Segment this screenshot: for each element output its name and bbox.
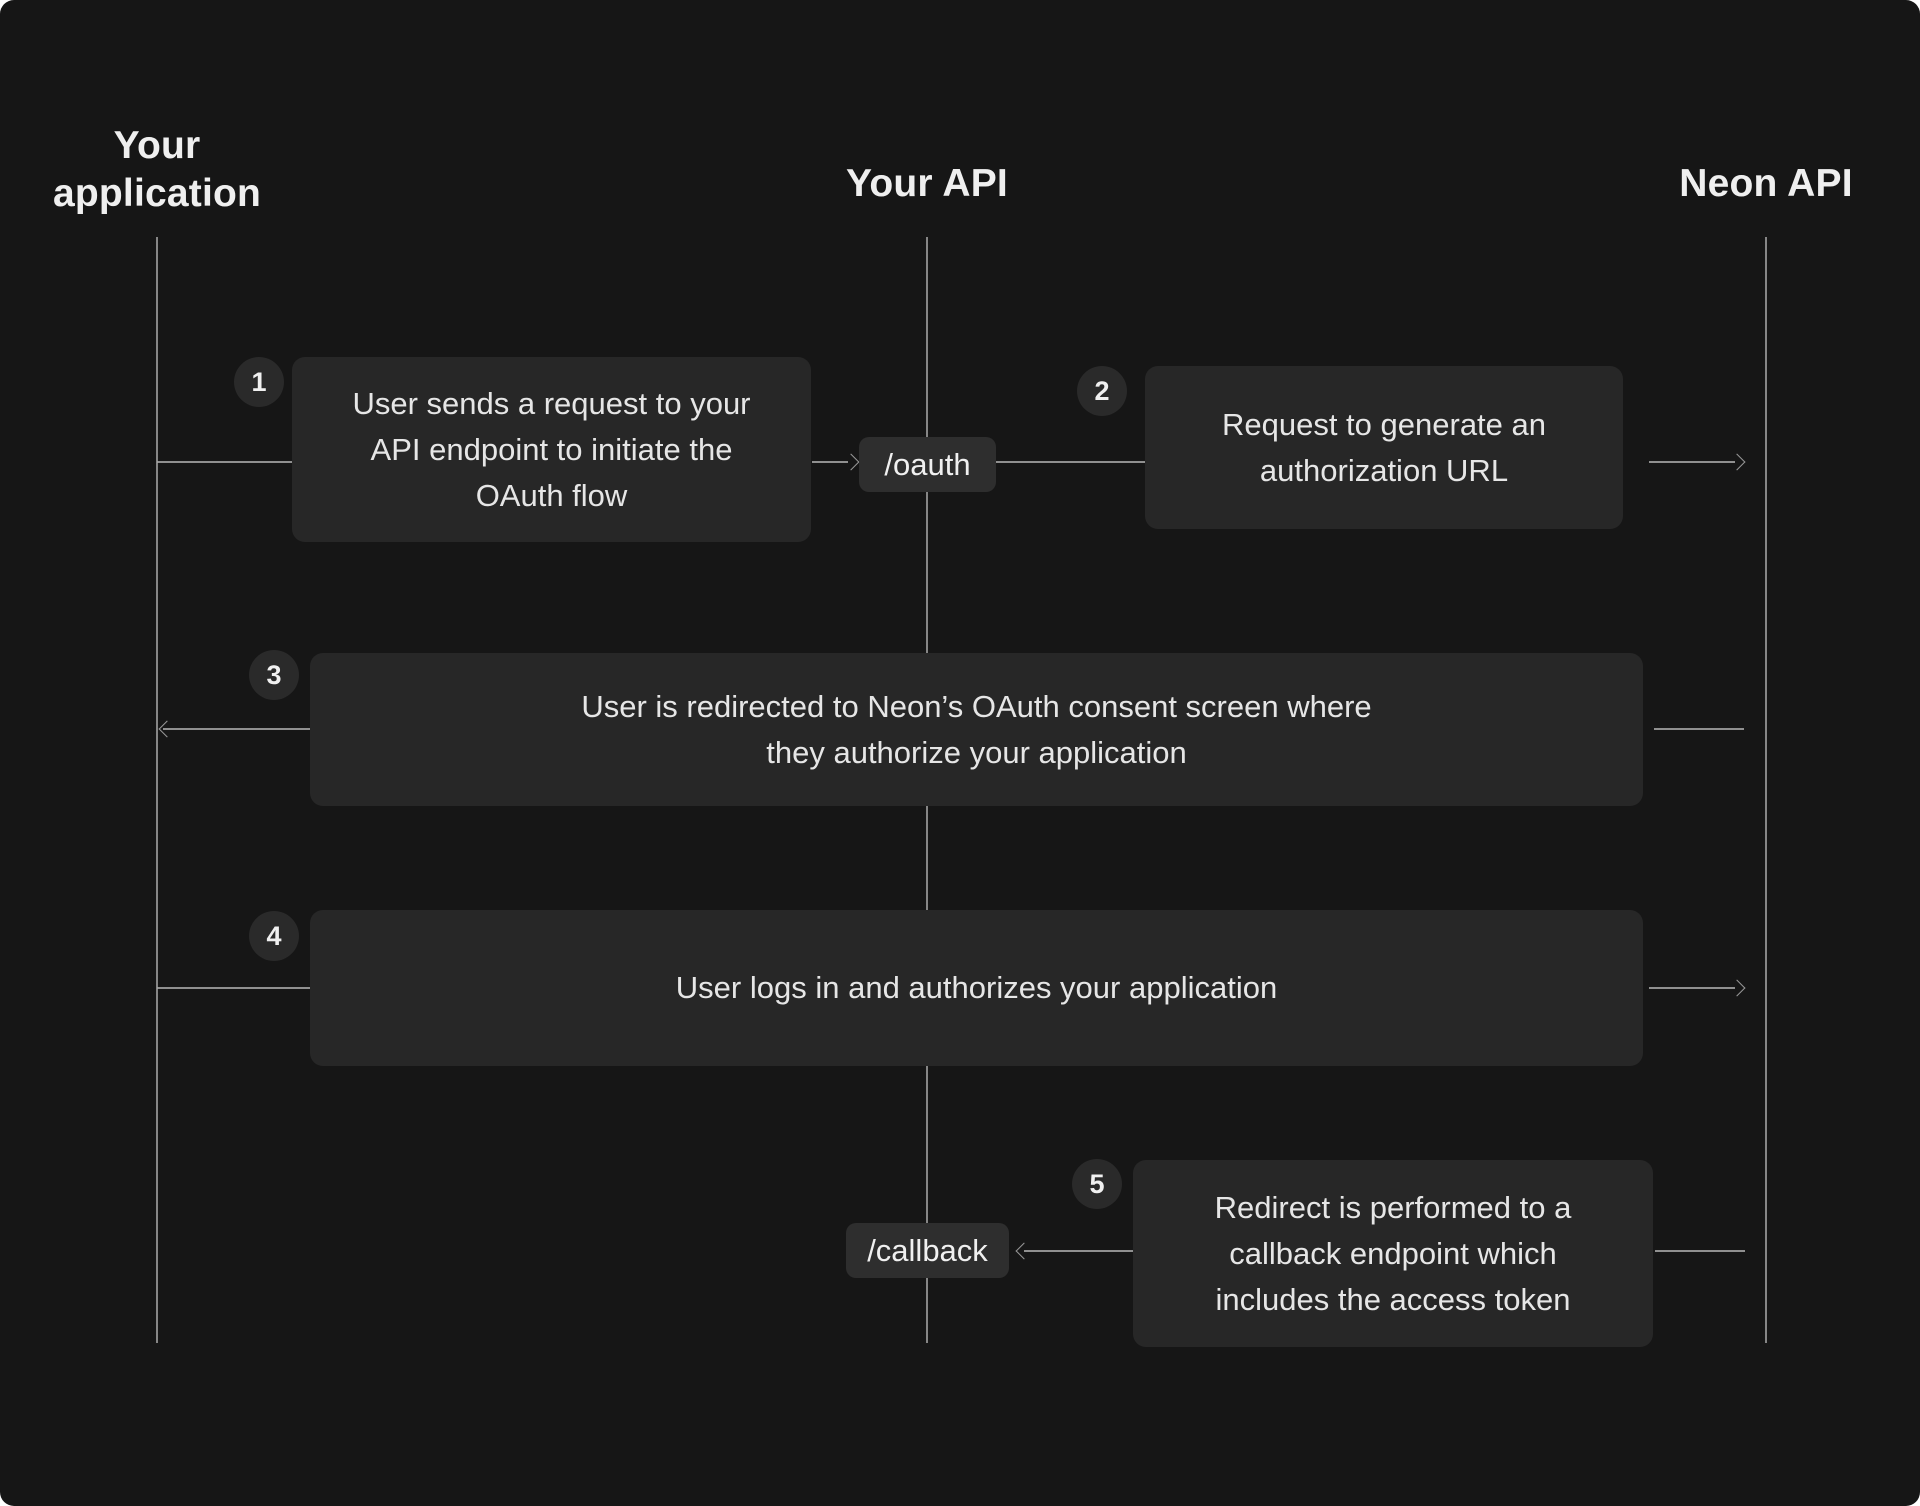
- step-3-box: User is redirected to Neon’s OAuth conse…: [310, 653, 1643, 806]
- line-step4-to-neon: [1649, 987, 1735, 989]
- lifeline-your-application: [156, 237, 158, 1343]
- step-3-text-line: User is redirected to Neon’s OAuth conse…: [581, 688, 1372, 724]
- step-1-box: User sends a request to your API endpoin…: [292, 357, 811, 542]
- step-4-text-line: User logs in and authorizes your applica…: [675, 970, 1278, 1005]
- step-2-box: Request to generate an authorization URL: [1145, 366, 1623, 529]
- step-5-badge: 5: [1072, 1159, 1122, 1209]
- step-1-text-line: OAuth flow: [475, 477, 628, 513]
- step-2-text-line: Request to generate an: [1221, 406, 1547, 442]
- step-4-badge: 4: [249, 911, 299, 961]
- line-app-to-step4-box: [157, 987, 310, 989]
- step-3-text-line: they authorize your application: [766, 734, 1187, 770]
- arrowhead-right-to-neon-step4: [1728, 979, 1746, 997]
- line-step3-to-app: [163, 728, 310, 730]
- step-5-text-line: includes the access token: [1215, 1281, 1571, 1317]
- lane-header-neon-api: Neon API: [1679, 162, 1853, 205]
- step-1-text-line: API endpoint to initiate the: [370, 431, 733, 467]
- line-oauth-to-step2-box: [996, 461, 1146, 463]
- arrowhead-right-to-neon-step2: [1728, 453, 1746, 471]
- step-5-text-line: Redirect is performed to a: [1214, 1189, 1572, 1225]
- step-5-box: Redirect is performed to a callback endp…: [1133, 1160, 1653, 1347]
- oauth-endpoint-pill: /oauth: [859, 437, 996, 492]
- step-1-badge: 1: [234, 357, 284, 407]
- arrowhead-right-to-oauth: [842, 453, 860, 471]
- step-2-text-line: authorization URL: [1259, 452, 1509, 488]
- callback-endpoint-pill: /callback: [846, 1223, 1009, 1278]
- step-2-badge: 2: [1077, 366, 1127, 416]
- step-3-badge: 3: [249, 650, 299, 700]
- step-4-box: User logs in and authorizes your applica…: [310, 910, 1643, 1066]
- step-1-text-line: User sends a request to your: [352, 385, 751, 421]
- line-app-to-step1-box: [157, 461, 292, 463]
- lane-header-your-application: Your application: [52, 124, 262, 215]
- line-neon-to-step5-box: [1655, 1250, 1745, 1252]
- line-step5-to-callback: [1024, 1250, 1133, 1252]
- line-step2-to-neon: [1649, 461, 1735, 463]
- arrowhead-left-to-callback: [1015, 1242, 1033, 1260]
- lane-header-your-api: Your API: [846, 162, 1008, 205]
- step-5-text-line: callback endpoint which: [1229, 1235, 1557, 1271]
- lifeline-neon-api: [1765, 237, 1767, 1343]
- line-step1-to-oauth: [812, 461, 848, 463]
- line-neon-to-step3-box: [1654, 728, 1744, 730]
